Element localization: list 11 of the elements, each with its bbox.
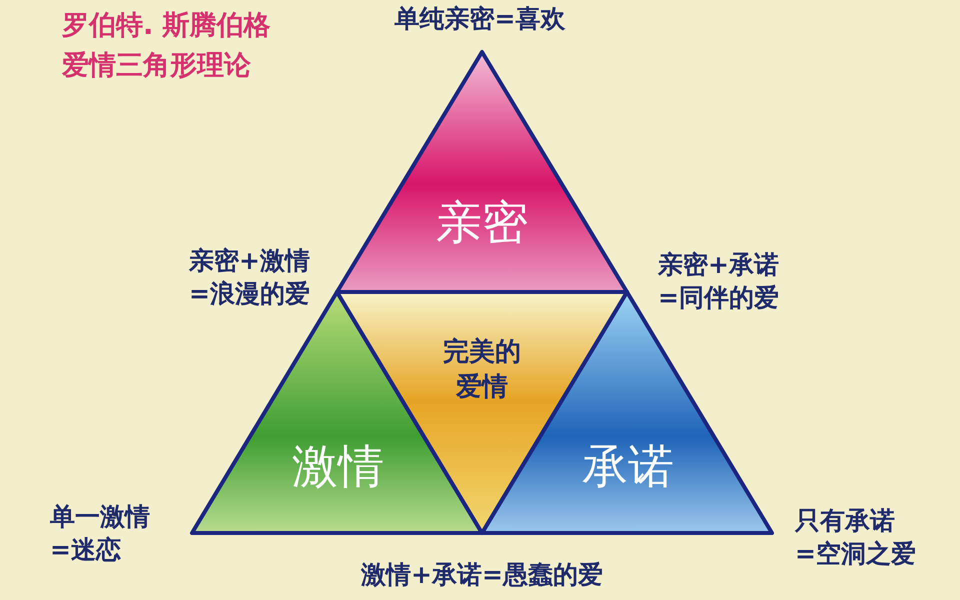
triangle-label: 激情: [292, 438, 384, 495]
formula-label: 亲密+激情=浪漫的爱: [189, 245, 310, 310]
formula-label: 单纯亲密=喜欢: [394, 3, 566, 35]
triangle-label: 完美的爱情: [442, 336, 522, 404]
formula-label: 亲密+承诺=同伴的爱: [658, 249, 779, 314]
title: 罗伯特. 斯腾伯格爱情三角形理论: [62, 9, 272, 83]
formula-label: 只有承诺=空洞之爱: [795, 505, 916, 570]
triangle-label: 亲密: [436, 194, 528, 251]
formula-label: 激情+承诺=愚蠢的爱: [361, 559, 603, 591]
formula-label: 单一激情=迷恋: [50, 501, 150, 566]
triangle-label: 承诺: [582, 438, 674, 495]
